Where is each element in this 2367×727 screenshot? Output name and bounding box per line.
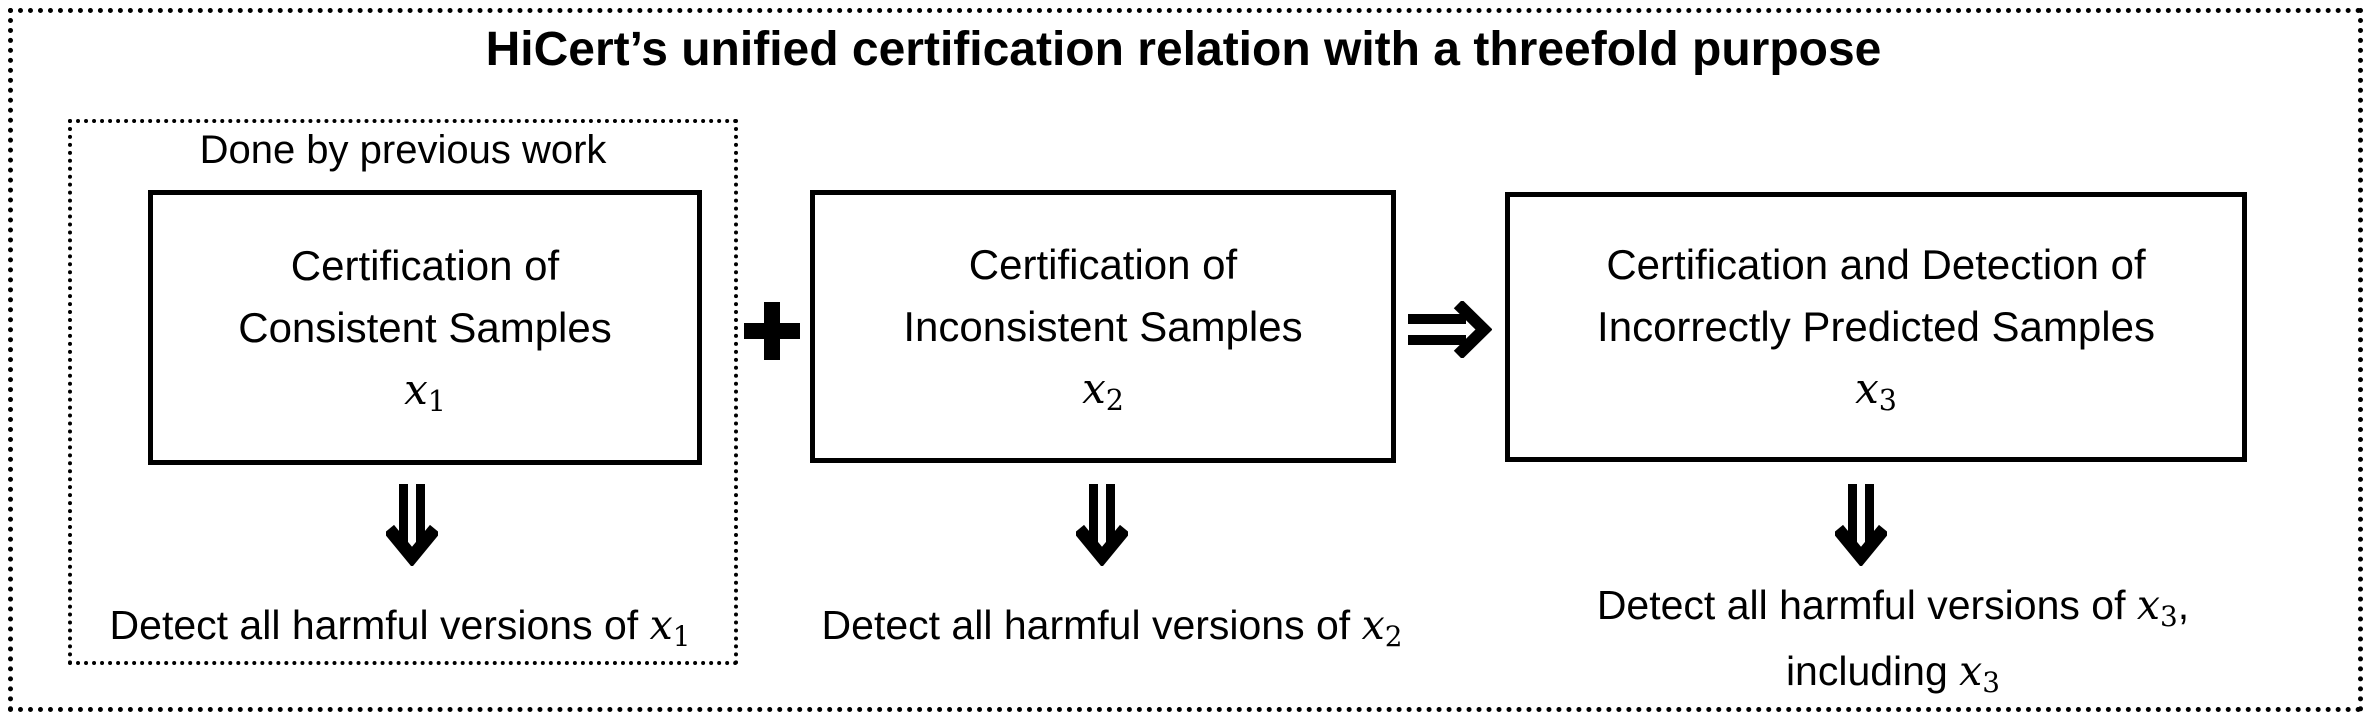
math-subscript: 1 [427,383,446,418]
result-prefix: Detect all harmful versions of [109,602,650,648]
result-text-incorrectly-predicted: Detect all harmful versions of x3, inclu… [1493,572,2293,704]
math-subscript: 3 [2160,599,2178,633]
double-right-arrow-shape [1408,301,1492,358]
box-certification-inconsistent-samples: Certification of Inconsistent Samples x2 [810,190,1396,463]
math-subscript: 3 [1982,665,2001,699]
math-variable: x [1082,363,1106,413]
previous-work-dotted-box [68,119,738,665]
result-prefix: Detect all harmful versions of [821,602,1362,648]
box-certification-detection-incorrect-samples: Certification and Detection of Incorrect… [1505,192,2247,462]
result-line-2: including x3 [1493,638,2293,704]
box-text-line: Incorrectly Predicted Samples [1597,303,2155,350]
box-text-line: Certification of [968,240,1238,288]
box-math-label: x3 [1855,358,1897,420]
result-prefix: including [1785,648,1960,694]
plus-icon [744,302,800,360]
math-subscript: 3 [1878,383,1897,418]
double-down-arrow-icon [386,484,438,566]
figure-outer-border [8,8,2363,712]
double-down-arrow-icon [1076,484,1128,566]
double-down-arrow-shape [1076,484,1128,566]
box-text-line: Certification and Detection of [1606,241,2146,288]
double-down-arrow-icon [1835,484,1887,566]
box-text-line: Certification of [290,241,560,289]
result-text-consistent: Detect all harmful versions of x1 [110,592,691,658]
math-subscript: 2 [1105,382,1124,417]
math-subscript: 2 [1384,619,1403,653]
box-certification-consistent-samples: Certification of Consistent Samples x1 [148,190,702,465]
previous-work-label: Done by previous work [199,128,607,172]
double-down-arrow-shape [1835,484,1887,566]
box-math-label: x1 [404,359,446,421]
math-variable: x [1959,647,1983,695]
math-variable: x [1855,364,1879,413]
figure-title: HiCert’s unified certification relation … [485,23,1882,76]
double-right-arrow-icon [1408,301,1492,358]
double-down-arrow-shape [386,484,438,566]
result-prefix: Detect all harmful versions of [1596,582,2137,628]
box-text-line: Consistent Samples [238,303,612,351]
math-variable: x [649,601,673,649]
math-variable: x [2136,581,2160,629]
result-text-inconsistent: Detect all harmful versions of x2 [822,592,1403,658]
box-math-label: x2 [1082,358,1124,420]
math-variable: x [1361,601,1385,649]
result-suffix: , [2177,582,2190,628]
box-text-line: Inconsistent Samples [903,302,1303,350]
math-variable: x [404,364,428,414]
plus-icon-shape [744,302,800,360]
math-subscript: 1 [672,619,691,653]
result-line-1: Detect all harmful versions of x3, [1493,572,2293,638]
